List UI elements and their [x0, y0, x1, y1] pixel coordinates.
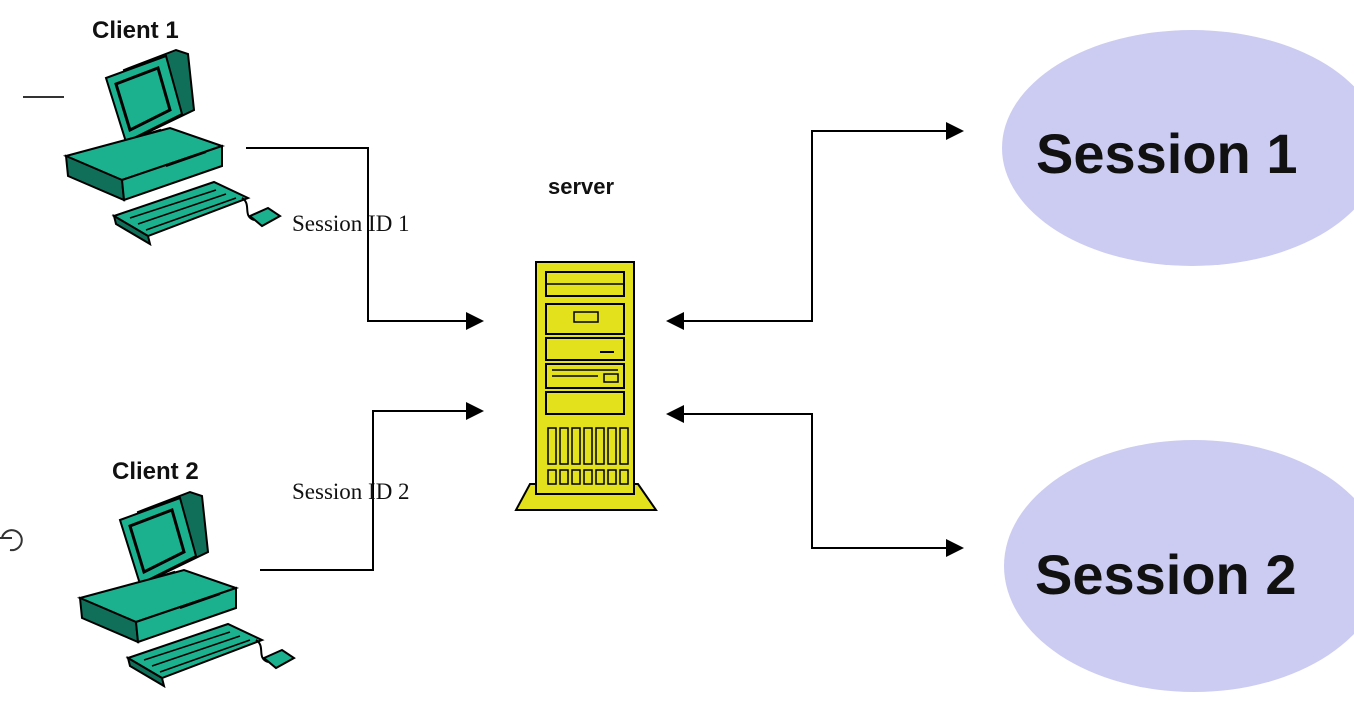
server-to-session-2-connector: [666, 405, 964, 557]
client-2-label: Client 2: [112, 458, 199, 485]
client-1-label: Client 1: [92, 17, 179, 44]
session-1-label: Session 1: [1036, 122, 1297, 185]
session-2-bubble: [1004, 440, 1354, 692]
session-id-1-label: Session ID 1: [292, 211, 410, 236]
client-1-to-server-connector: [246, 147, 484, 330]
server-tower-icon: [515, 261, 657, 511]
server-label: server: [548, 174, 615, 199]
slide-edge-glyph: [0, 529, 23, 552]
client-2-to-server-connector: [260, 402, 484, 571]
server-to-session-1-connector: [666, 122, 964, 330]
desktop-computer-icon: [78, 490, 296, 688]
session-id-2-label: Session ID 2: [292, 479, 410, 504]
session-2-label: Session 2: [1035, 543, 1296, 606]
session-1-bubble: [1002, 30, 1354, 266]
